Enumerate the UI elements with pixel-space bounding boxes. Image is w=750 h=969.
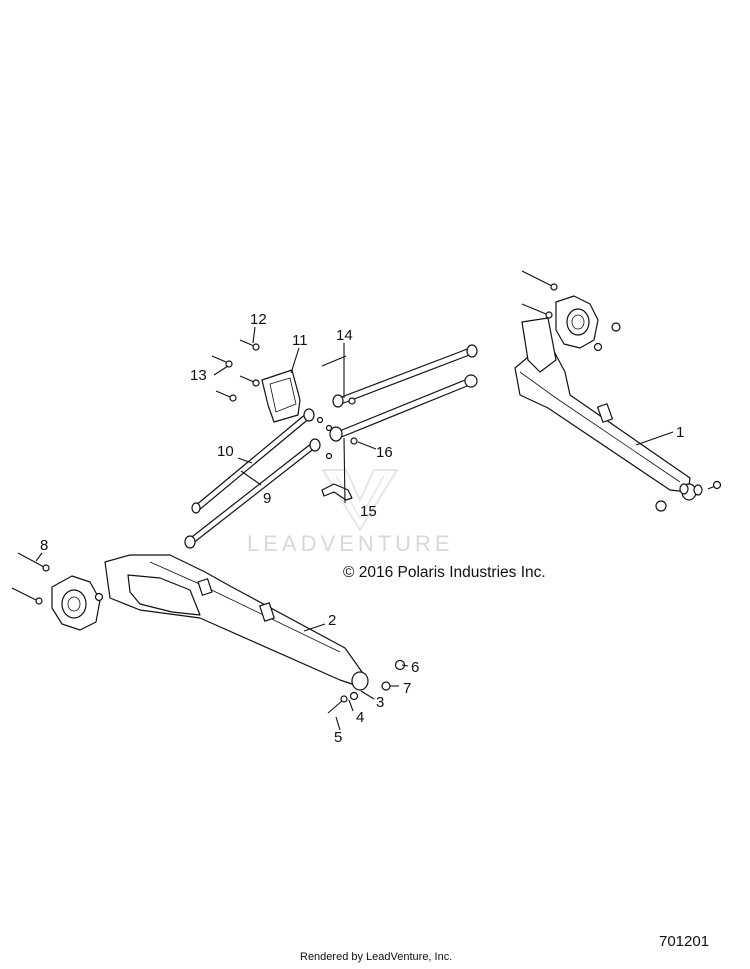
leader-lines: [35, 326, 674, 731]
callout-5: 5: [334, 729, 342, 746]
bolts-right: [521, 270, 722, 512]
callout-16: 16: [376, 444, 393, 461]
trailing-arm-left: [104, 554, 369, 691]
watermark-logo: [321, 469, 399, 532]
diagram-id: 701201: [659, 933, 709, 950]
callout-6: 6: [411, 659, 419, 676]
copyright-text: © 2016 Polaris Industries Inc.: [343, 564, 546, 581]
small-hardware: [211, 339, 358, 501]
callout-4: 4: [356, 709, 364, 726]
radius-rods: [184, 344, 478, 549]
callout-labels: 1 2 3 4 5 6 7 8 9 10 11 12 13 14 15 16: [40, 311, 684, 746]
callout-15: 15: [360, 503, 377, 520]
hub-carrier-left: [51, 575, 101, 631]
watermark-text: LEADVENTURE: [247, 531, 454, 556]
callout-1: 1: [676, 424, 684, 441]
callout-11: 11: [292, 332, 308, 349]
callout-3: 3: [376, 694, 384, 711]
callout-7: 7: [403, 680, 411, 697]
callout-10: 10: [217, 443, 234, 460]
trailing-arm-right: [514, 317, 703, 501]
mounting-bracket: [261, 369, 301, 423]
callout-2: 2: [328, 612, 336, 629]
callout-9: 9: [263, 490, 271, 507]
callout-8: 8: [40, 537, 48, 554]
callout-12: 12: [250, 311, 267, 328]
footer-text: Rendered by LeadVenture, Inc.: [300, 951, 452, 963]
callout-14: 14: [336, 327, 353, 344]
hub-carrier-right: [555, 295, 599, 349]
callout-13: 13: [190, 367, 207, 384]
bolts-left: [11, 552, 406, 714]
